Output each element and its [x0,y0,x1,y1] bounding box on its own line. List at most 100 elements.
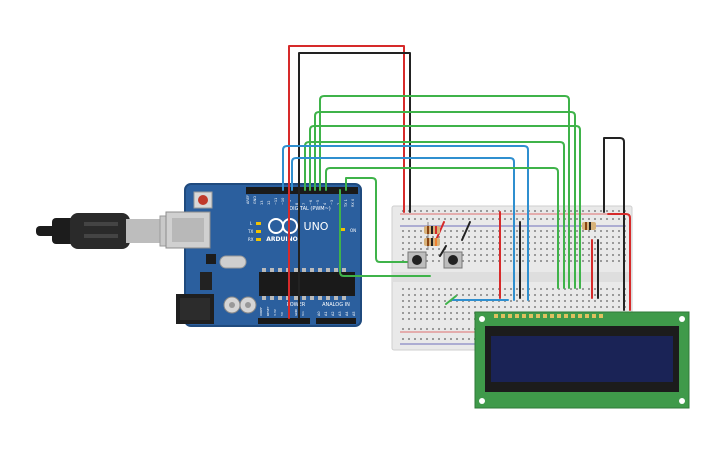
breadboard-hole [462,338,464,340]
breadboard-hole [438,306,440,308]
breadboard-hole [486,236,488,238]
breadboard-hole [588,248,590,250]
breadboard-hole [402,236,404,238]
breadboard-hole [522,260,524,262]
breadboard-hole [504,260,506,262]
breadboard-hole [438,260,440,262]
wire-green-4 [304,141,565,289]
breadboard-hole [516,294,518,296]
breadboard-hole [510,294,512,296]
breadboard-hole [516,288,518,290]
breadboard-hole [552,210,554,212]
breadboard-hole [564,288,566,290]
digital-pin-label: ~6 [309,200,313,205]
breadboard-hole [600,254,602,256]
breadboard-hole [540,236,542,238]
breadboard-hole [606,248,608,250]
breadboard-hole [576,260,578,262]
breadboard-hole [582,230,584,232]
lcd-pin [522,314,526,318]
breadboard-hole [546,306,548,308]
breadboard-hole [486,242,488,244]
breadboard-hole [492,230,494,232]
breadboard-hole [408,248,410,250]
breadboard-hole [546,260,548,262]
breadboard-hole [444,312,446,314]
breadboard-hole [468,242,470,244]
breadboard-hole [486,260,488,262]
breadboard-hole [582,236,584,238]
digital-pin-label: 8 [295,203,299,205]
breadboard-hole [510,218,512,220]
breadboard-hole [444,236,446,238]
breadboard-hole [456,236,458,238]
breadboard-hole [420,338,422,340]
breadboard-hole [468,236,470,238]
breadboard-hole [540,288,542,290]
reset-button-icon[interactable] [193,191,213,209]
breadboard-hole [402,254,404,256]
resistor-icon [424,222,440,250]
breadboard-hole [414,242,416,244]
breadboard-hole [576,210,578,212]
breadboard-hole [462,230,464,232]
digital-pin-label: 7 [302,203,306,205]
breadboard-hole [438,248,440,250]
breadboard-hole [600,242,602,244]
breadboard-hole [510,230,512,232]
breadboard-hole [618,236,620,238]
breadboard-hole [618,248,620,250]
breadboard-hole [570,248,572,250]
breadboard-hole [522,230,524,232]
pushbutton-icon[interactable] [407,251,427,269]
pushbutton-icon[interactable] [443,251,463,269]
breadboard-hole [582,242,584,244]
wire-black-short-4 [439,245,447,257]
lcd-pin [599,314,603,318]
breadboard-hole [420,300,422,302]
lcd-pin [508,314,512,318]
breadboard-hole [612,300,614,302]
breadboard-hole [612,242,614,244]
breadboard-hole [426,306,428,308]
breadboard-hole [534,236,536,238]
breadboard-hole [594,242,596,244]
breadboard-hole [414,306,416,308]
breadboard-hole [438,254,440,256]
breadboard-hole [600,306,602,308]
breadboard-hole [618,300,620,302]
breadboard-hole [432,218,434,220]
breadboard-hole [576,294,578,296]
lcd-pin [571,314,575,318]
breadboard-hole [504,242,506,244]
breadboard-hole [600,236,602,238]
breadboard-hole [468,328,470,330]
breadboard-hole [474,306,476,308]
breadboard-hole [444,338,446,340]
breadboard-hole [546,210,548,212]
breadboard-hole [546,248,548,250]
breadboard-hole [414,300,416,302]
breadboard-hole [432,338,434,340]
wire-red-lcd [607,213,631,311]
breadboard-hole [414,338,416,340]
breadboard-hole [606,230,608,232]
breadboard-hole [522,300,524,302]
breadboard-hole [438,210,440,212]
digital-pin-label: 4 [323,202,327,205]
breadboard-hole [402,294,404,296]
breadboard-hole [594,254,596,256]
breadboard-hole [402,338,404,340]
breadboard-hole [414,318,416,320]
breadboard-hole [408,328,410,330]
breadboard-hole [516,300,518,302]
breadboard-hole [606,218,608,220]
breadboard-hole [594,218,596,220]
breadboard-hole [576,230,578,232]
digital-pin-label: TX 1 [344,199,348,208]
breadboard-hole [540,306,542,308]
breadboard-hole [492,248,494,250]
breadboard-hole [600,218,602,220]
breadboard-hole [576,288,578,290]
breadboard-hole [468,230,470,232]
